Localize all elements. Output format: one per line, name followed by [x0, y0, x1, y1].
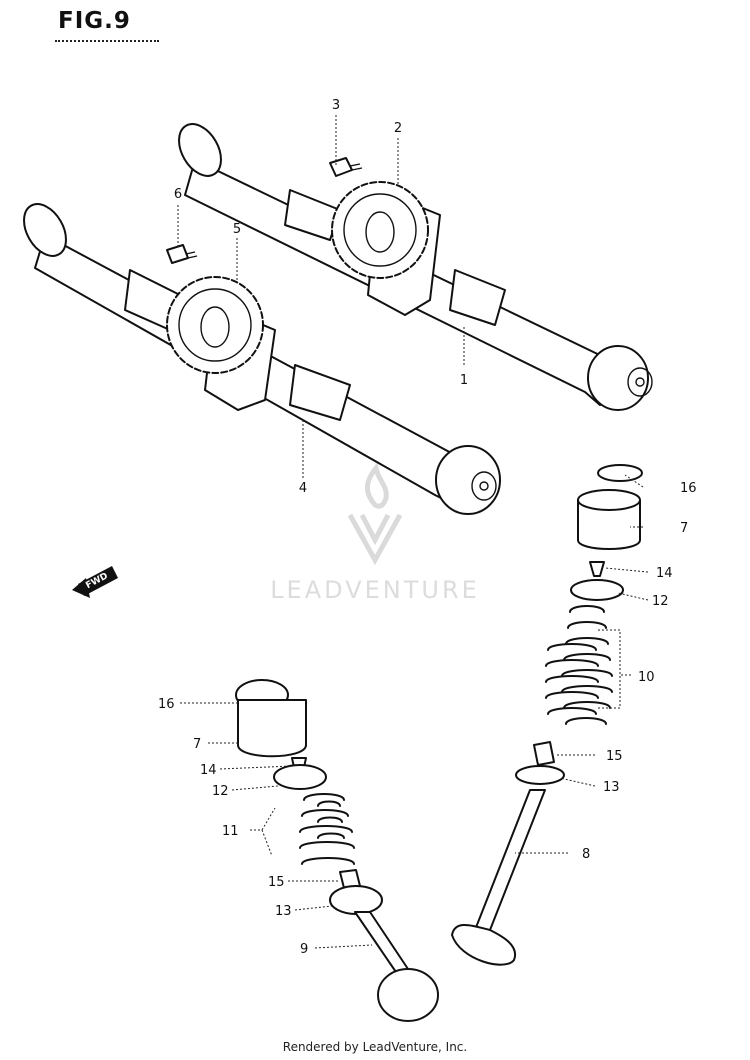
callout-3: 3: [332, 98, 340, 113]
seat-13-right: [515, 765, 565, 785]
spring-10-right: [545, 605, 613, 725]
fwd-arrow-icon: FWD: [72, 566, 118, 598]
valve-8-stem: [474, 789, 546, 931]
watermark: LEADVENTURE: [270, 462, 480, 604]
bolt-6: [166, 244, 198, 264]
sprocket-5: [166, 276, 264, 374]
callout-13-right: 13: [603, 780, 620, 795]
callout-6: 6: [174, 187, 182, 202]
sprocket-2: [331, 181, 429, 279]
seal-15-right: [533, 741, 555, 766]
retainer-12-left: [273, 764, 327, 790]
watermark-text: LEADVENTURE: [270, 576, 480, 604]
leader-lines: [177, 115, 649, 949]
cotter-14-right: [589, 561, 605, 577]
bolt-3: [329, 157, 363, 177]
valve-8-head: [451, 924, 517, 966]
callout-12-right: 12: [652, 594, 669, 609]
flame-v-logo-icon: [347, 462, 403, 566]
retainer-12-right: [570, 579, 624, 601]
callout-2: 2: [394, 121, 402, 136]
callout-11: 11: [222, 824, 239, 839]
seat-13-left: [329, 885, 383, 915]
callout-5: 5: [233, 222, 241, 237]
callout-8: 8: [582, 847, 590, 862]
title-underline: [55, 40, 159, 42]
callout-7-left: 7: [193, 737, 201, 752]
callout-10: 10: [638, 670, 655, 685]
callout-16-right: 16: [680, 481, 697, 496]
callout-14-right: 14: [656, 566, 673, 581]
footer-credit: Rendered by LeadVenture, Inc.: [282, 1040, 468, 1054]
tappet-7-right: [577, 499, 641, 550]
callout-4: 4: [299, 481, 307, 496]
callout-12-left: 12: [212, 784, 229, 799]
callout-7-right: 7: [680, 521, 688, 536]
valve-stack-left: [235, 679, 439, 1022]
tappet-7-left: [237, 699, 307, 758]
callout-14-left: 14: [200, 763, 217, 778]
callout-13-left: 13: [275, 904, 292, 919]
callout-15-right: 15: [606, 749, 623, 764]
valve-9-head: [377, 968, 439, 1022]
valve-9-stem: [354, 911, 413, 976]
shim-16-right: [597, 464, 643, 482]
callout-1: 1: [460, 373, 468, 388]
figure-title: FIG.9: [58, 8, 131, 34]
callouts: 1 2 3 4 5 6 16 7 14 12 10 15 13 8 16 7 1…: [158, 98, 697, 957]
callout-15-left: 15: [268, 875, 285, 890]
valve-stack-right: [451, 464, 643, 966]
callout-16-left: 16: [158, 697, 175, 712]
callout-9: 9: [300, 942, 308, 957]
spring-11-left: [299, 793, 355, 865]
